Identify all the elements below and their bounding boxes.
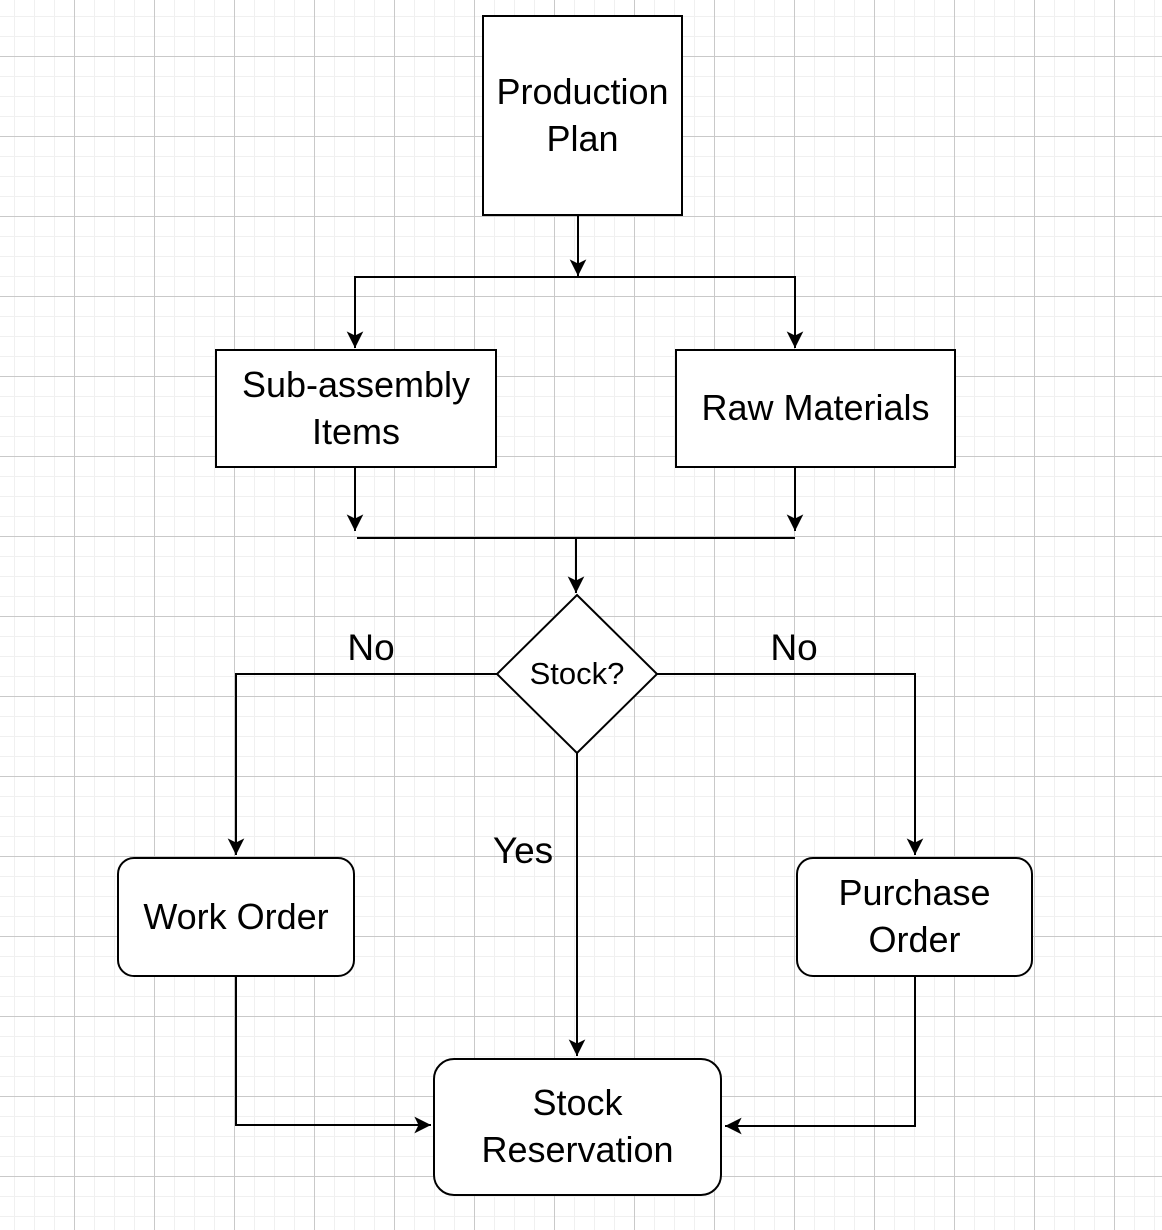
purchase-order-node[interactable]: Purchase Order xyxy=(796,857,1033,977)
edge-split-to-sub-assembly xyxy=(346,276,578,348)
edge-split-to-raw-materials xyxy=(578,276,804,348)
sub-assembly-items-node[interactable]: Sub-assembly Items xyxy=(215,349,497,468)
edge-stock-no-to-work-order xyxy=(227,673,497,855)
stock-reservation-label: Stock Reservation xyxy=(481,1082,674,1170)
edge-label-yes: Yes xyxy=(492,830,554,871)
work-order-node[interactable]: Work Order xyxy=(117,857,355,977)
edge-label-no-left: No xyxy=(347,627,395,668)
edge-label-no-right: No xyxy=(770,627,818,668)
raw-materials-label: Raw Materials xyxy=(701,387,930,429)
raw-materials-node[interactable]: Raw Materials xyxy=(675,349,956,468)
stock-decision-label: Stock? xyxy=(529,656,625,691)
production-plan-node[interactable]: Production Plan xyxy=(482,15,683,216)
production-plan-label: Production Plan xyxy=(496,70,669,159)
stock-decision-node[interactable] xyxy=(495,593,659,755)
work-order-label: Work Order xyxy=(143,895,329,937)
edge-purchase-order-to-stock-reservation xyxy=(725,977,916,1135)
stock-reservation-node[interactable]: Stock Reservation xyxy=(433,1058,722,1196)
edge-stock-no-to-purchase-order xyxy=(657,673,924,855)
sub-assembly-items-label: Sub-assembly Items xyxy=(241,363,471,452)
edge-work-order-to-stock-reservation xyxy=(235,977,431,1134)
purchase-order-label: Purchase Order xyxy=(838,872,991,960)
